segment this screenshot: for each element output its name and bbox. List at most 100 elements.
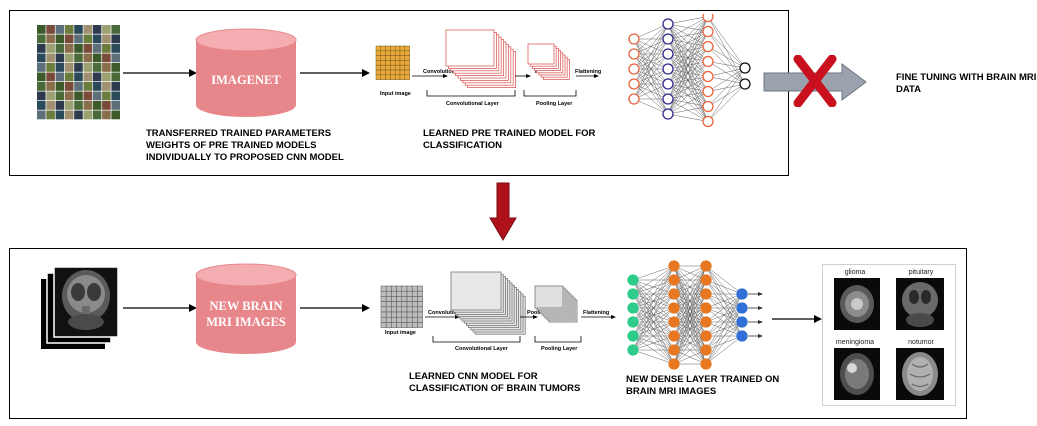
input-pixel	[385, 296, 392, 302]
thumbnail-tile	[111, 53, 120, 63]
thumbnail-tile	[74, 101, 83, 110]
network-node	[662, 18, 674, 30]
thumbnail-tile	[46, 101, 55, 110]
thumbnail-tile	[102, 82, 111, 91]
network-edge	[707, 16, 746, 69]
thumbnail-tile	[102, 44, 111, 53]
arrow-mri-to-database	[123, 304, 197, 312]
input-pixel	[406, 322, 413, 328]
network-edge	[707, 67, 746, 77]
input-pixel	[406, 311, 413, 318]
thumbnail-tile	[92, 72, 102, 82]
input-pixel	[385, 301, 392, 308]
input-pixel	[401, 296, 408, 302]
input-pixel	[411, 285, 418, 292]
thumbnail-tile	[111, 82, 120, 91]
thumbnail-tile	[37, 25, 46, 34]
output-classes-panel: glioma pituitary meningioma notumor	[822, 264, 956, 406]
network-edge	[707, 16, 746, 85]
input-pixel	[417, 296, 423, 302]
thumbnail-tile	[83, 91, 93, 101]
network-edge	[705, 293, 743, 351]
network-node	[700, 288, 712, 300]
input-pixel	[417, 301, 423, 308]
network-node	[702, 115, 714, 128]
imagenet-sample-grid	[37, 25, 120, 120]
network-node	[700, 330, 712, 342]
thumbnail-tile	[102, 91, 111, 101]
input-pixel	[375, 69, 382, 76]
network-edge	[632, 265, 675, 281]
network-edge	[707, 83, 746, 92]
thumbnail-tile	[102, 25, 111, 34]
transfer-caption-line: TRANSFERRED TRAINED PARAMETERS	[146, 128, 332, 139]
thumbnail-tile	[83, 72, 93, 82]
network-node	[668, 302, 680, 314]
input-pixel	[406, 306, 413, 313]
input-pixel	[394, 74, 401, 80]
pool-layer-label: Pooling Layer	[536, 101, 573, 107]
network-edge	[667, 16, 709, 55]
input-pixel	[375, 74, 382, 80]
network-edge	[705, 293, 743, 365]
thumbnail-tile	[92, 101, 102, 110]
input-pixel	[391, 306, 397, 313]
network-edge	[705, 293, 743, 323]
pretrained-caption-line: CLASSIFICATION	[423, 140, 502, 151]
network-edge	[667, 16, 709, 70]
input-pixel	[390, 69, 396, 76]
input-pixel	[385, 290, 392, 297]
thumbnail-tile	[102, 53, 111, 63]
network-edge	[673, 265, 707, 337]
input-pixel	[385, 311, 392, 318]
network-edge	[632, 307, 675, 351]
input-pixel	[411, 322, 418, 328]
input-pixel	[399, 55, 406, 61]
network-edge	[667, 91, 709, 115]
input-pixel	[394, 69, 401, 76]
dense-layer-caption: NEW DENSE LAYER TRAINED ON BRAIN MRI IMA…	[626, 374, 779, 398]
network-node	[668, 288, 680, 300]
network-edge	[667, 16, 709, 115]
network-node	[627, 344, 639, 356]
input-pixel	[417, 285, 423, 292]
thumbnail-tile	[92, 63, 102, 72]
network-edge	[633, 23, 669, 55]
input-pixel	[380, 50, 386, 56]
thumbnail-tile	[111, 63, 120, 72]
network-edge	[707, 67, 746, 107]
input-pixel	[385, 74, 391, 80]
input-pixel	[380, 322, 387, 328]
network-connections	[633, 16, 746, 122]
input-pixel	[380, 316, 387, 323]
input-pixel	[404, 45, 410, 52]
input-pixel	[394, 45, 401, 52]
thumbnail-tile	[55, 34, 65, 44]
network-edge	[632, 349, 675, 365]
output-arrowhead	[758, 292, 763, 296]
network-edge	[707, 46, 746, 85]
bottom-cnn-diagram: Input image Convolution Pooling Flatteni…	[380, 271, 616, 352]
pretrained-caption-line: LEARNED PRE TRAINED MODEL FOR	[423, 128, 596, 139]
transfer-down-arrow	[489, 182, 517, 241]
network-edge	[673, 307, 707, 365]
pretrained-caption: LEARNED PRE TRAINED MODEL FOR CLASSIFICA…	[423, 128, 595, 152]
network-edge	[632, 265, 675, 337]
network-node	[702, 25, 714, 38]
network-edge	[707, 46, 746, 69]
input-pixel	[380, 306, 387, 313]
input-pixel	[390, 74, 396, 80]
thumbnail-tile	[111, 110, 120, 120]
network-edge	[667, 16, 709, 100]
input-pixel	[396, 322, 403, 328]
network-edge	[633, 23, 669, 70]
transfer-caption-line: WEIGHTS OF PRE TRAINED MODELS	[146, 140, 317, 151]
output-arrowhead	[758, 306, 763, 310]
network-node	[700, 274, 712, 286]
thumbnail-tile	[64, 91, 74, 101]
network-node	[700, 344, 712, 356]
thumbnail-tile	[92, 44, 102, 53]
thumbnail-tile	[83, 34, 93, 44]
class-label: glioma	[845, 269, 866, 276]
input-image-grid	[380, 285, 423, 328]
